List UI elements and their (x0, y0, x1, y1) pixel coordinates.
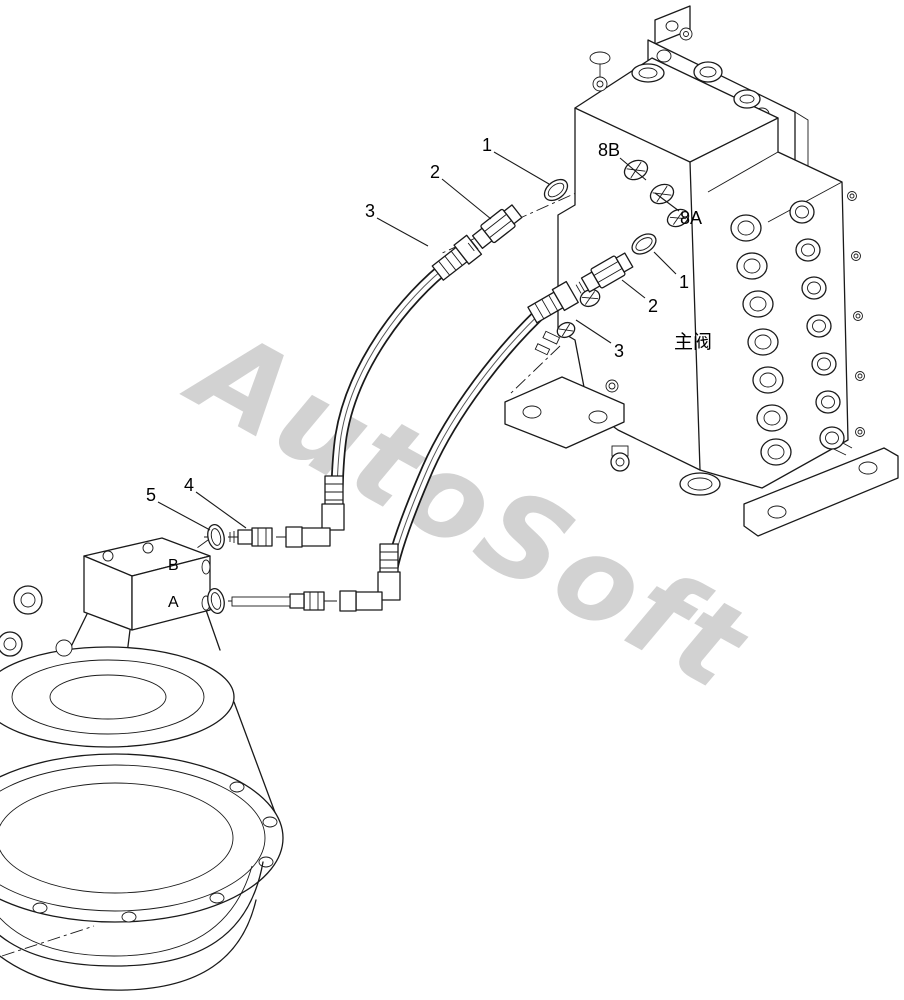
callout-1-mid: 1 (679, 272, 689, 292)
connector-nut (339, 590, 357, 612)
callout-5: 5 (146, 485, 156, 505)
elbow-fitting (377, 571, 401, 601)
main-valve (504, 27, 849, 496)
hose-end-lower (527, 280, 579, 324)
valve-spool-caps-rear (789, 200, 845, 450)
plate-edge-bolts (847, 191, 865, 437)
o-ring-1-upper (543, 178, 569, 202)
hose-ferrule (379, 543, 399, 575)
elbow-row-a (207, 543, 401, 614)
threaded-stud (231, 596, 291, 607)
block-right-face (131, 555, 211, 631)
o-ring (207, 588, 225, 614)
motor-port-block: B A (83, 537, 211, 631)
o-ring-1-lower (631, 233, 657, 255)
callout-1-top: 1 (482, 135, 492, 155)
connector-nut (285, 526, 303, 548)
callout-3-top: 3 (365, 201, 375, 221)
hose-ferrule (324, 475, 344, 507)
callouts: 1 2 3 8B 8A 1 2 3 主阀 4 5 (146, 135, 712, 531)
adapter-fitting-2-upper (467, 204, 523, 252)
valve-spool-caps-front (730, 214, 792, 466)
elbow-fitting (321, 503, 345, 531)
callout-2-mid: 2 (648, 296, 658, 316)
port-label-b: B (168, 557, 179, 574)
port-label-a: A (168, 594, 179, 611)
callout-8a: 8A (680, 208, 702, 228)
callout-2-top: 2 (430, 162, 440, 182)
valve-left-ports (534, 159, 690, 356)
o-ring-5 (207, 524, 225, 550)
swing-motor: B A (0, 537, 284, 991)
callout-3-mid: 3 (614, 341, 624, 361)
elbow-row-b (207, 475, 345, 550)
valve-bracket-foot (504, 376, 625, 449)
valve-top-ports (589, 27, 761, 109)
port-b-boss (201, 559, 211, 575)
adapter-fitting-4 (251, 527, 273, 547)
adapter-fitting-2-lower (575, 252, 634, 294)
callout-4: 4 (184, 475, 194, 495)
main-valve-label: 主阀 (674, 331, 712, 353)
hose-end-upper (431, 234, 483, 281)
adapter-fitting (303, 591, 325, 611)
callout-8b: 8B (598, 140, 620, 160)
